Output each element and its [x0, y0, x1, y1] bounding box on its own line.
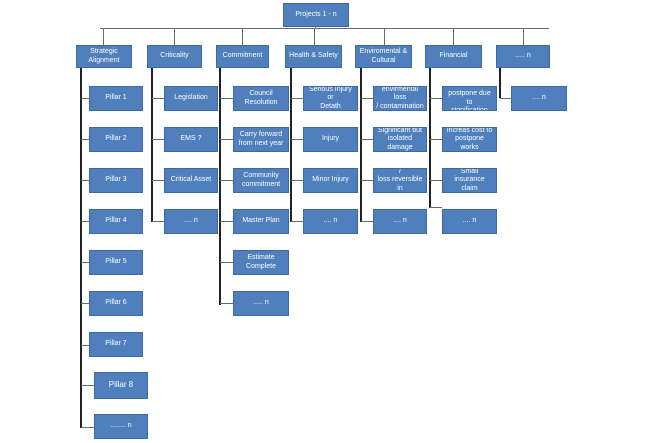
branch-line [81, 385, 94, 386]
branch-line [361, 98, 373, 99]
category-strategic-alignment: Strategic Alignment [76, 45, 132, 68]
branch-line [430, 207, 442, 208]
branch-line [430, 98, 442, 99]
category-n: ..... n [496, 45, 550, 68]
branch-line [220, 180, 233, 181]
criticality-node: .... n [164, 209, 218, 234]
health-safety-node: .... n [303, 209, 358, 234]
spine-line [290, 68, 292, 222]
health-safety-node: Injury [303, 127, 358, 152]
branch-line [81, 98, 89, 99]
enviromental-node: Significant but isolated damage [373, 127, 427, 152]
branch-line [81, 303, 89, 304]
commitment-node: Estimate Complete [233, 250, 289, 275]
financial-node: If work postpone due to signification [442, 86, 497, 111]
criticality-node: EMS ? [164, 127, 218, 152]
commitment-node: Carry forward from next year [233, 127, 289, 152]
spine-line [429, 68, 431, 208]
pillar-node: Pillar 3 [89, 168, 143, 193]
financial-node: .... n [442, 209, 497, 234]
branch-line [81, 262, 89, 263]
top-connector-line [100, 28, 549, 29]
criticality-node: Critical Asset [164, 168, 218, 193]
category-connector-line [523, 28, 524, 45]
spine-line [499, 68, 501, 98]
spine-line [80, 68, 82, 428]
spine-line [219, 68, 221, 305]
branch-line [361, 221, 373, 222]
enviromental-node: Significant envirmental loss / contamina… [373, 86, 427, 111]
enviromental-node: Local Damage / loss reversible in short … [373, 168, 427, 193]
health-safety-node: Minor Injury [303, 168, 358, 193]
branch-line [430, 139, 442, 140]
commitment-node: Council Resolution [233, 86, 289, 111]
pillar-node: Pillar 2 [89, 127, 143, 152]
pillar-node: Pillar 5 [89, 250, 143, 275]
commitment-node: Master Plan [233, 209, 289, 234]
branch-line [500, 98, 511, 99]
category-commitment: Commitment [216, 45, 269, 68]
category-connector-line [103, 28, 104, 45]
branch-line [220, 303, 233, 304]
branch-line [81, 221, 89, 222]
category-enviromental-cultural: Enviromental & Cultural [355, 45, 412, 68]
branch-line [291, 98, 303, 99]
root-node: Projects 1 - n [283, 3, 349, 27]
branch-line [291, 180, 303, 181]
spine-line [360, 68, 362, 222]
branch-line [361, 139, 373, 140]
commitment-node: Community commitment [233, 168, 289, 193]
branch-line [220, 139, 233, 140]
category-financial: Financial [425, 45, 482, 68]
branch-line [291, 139, 303, 140]
pillar-node: Pillar 8 [94, 372, 148, 399]
category-connector-line [453, 28, 454, 45]
category-health-safety: Health & Safety [285, 45, 342, 68]
branch-line [152, 98, 164, 99]
branch-line [430, 180, 442, 181]
spine-line [151, 68, 153, 222]
branch-line [220, 98, 233, 99]
pillar-node: ........ n [94, 414, 148, 439]
pillar-node: Pillar 4 [89, 209, 143, 234]
category-connector-line [314, 28, 315, 45]
category-connector-line [242, 28, 243, 45]
commitment-node: ..... n [233, 291, 289, 316]
branch-line [220, 221, 233, 222]
criticality-node: Legislation [164, 86, 218, 111]
branch-line [81, 180, 89, 181]
pillar-node: Pillar 6 [89, 291, 143, 316]
branch-line [81, 139, 89, 140]
pillar-node: Pillar 7 [89, 332, 143, 357]
enviromental-node: .... n [373, 209, 427, 234]
root-connector-line [315, 26, 316, 29]
branch-line [220, 262, 233, 263]
branch-line [361, 180, 373, 181]
financial-node: Increas cost to postpone works [442, 127, 497, 152]
branch-line [81, 345, 89, 346]
branch-line [291, 221, 303, 222]
health-safety-node: Serious Injury or Detath [303, 86, 358, 111]
branch-line [81, 427, 94, 428]
branch-line [152, 180, 164, 181]
category-connector-line [384, 28, 385, 45]
category-criticality: Criticality [147, 45, 202, 68]
pillar-node: Pillar 1 [89, 86, 143, 111]
financial-node: Small insurance claim [442, 168, 497, 193]
extra-node: .... n [511, 86, 567, 111]
category-connector-line [174, 28, 175, 45]
branch-line [152, 139, 164, 140]
branch-line [152, 221, 164, 222]
